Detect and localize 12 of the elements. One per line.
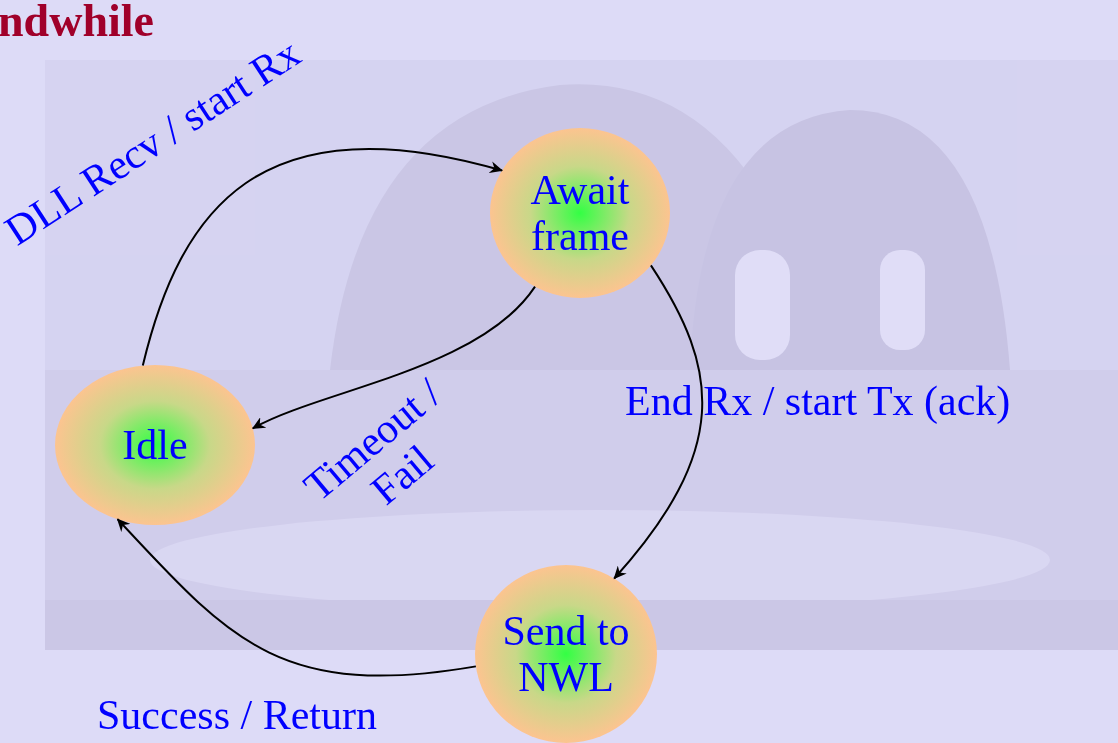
transition-arrow xyxy=(613,264,703,580)
edge-label: Success / Return xyxy=(97,692,377,739)
transition-arrow xyxy=(116,518,477,677)
state-ellipse xyxy=(490,128,670,298)
state-ellipse xyxy=(475,565,657,743)
state-label: Idle xyxy=(122,421,188,469)
state-label: Send to NWL xyxy=(501,607,631,701)
state-label: Await frame xyxy=(529,166,631,260)
transition-arrow xyxy=(141,148,504,367)
transition-arrow xyxy=(251,285,536,430)
edge-label: End Rx / start Tx (ack) xyxy=(625,378,1011,425)
state-ellipse xyxy=(55,365,255,525)
